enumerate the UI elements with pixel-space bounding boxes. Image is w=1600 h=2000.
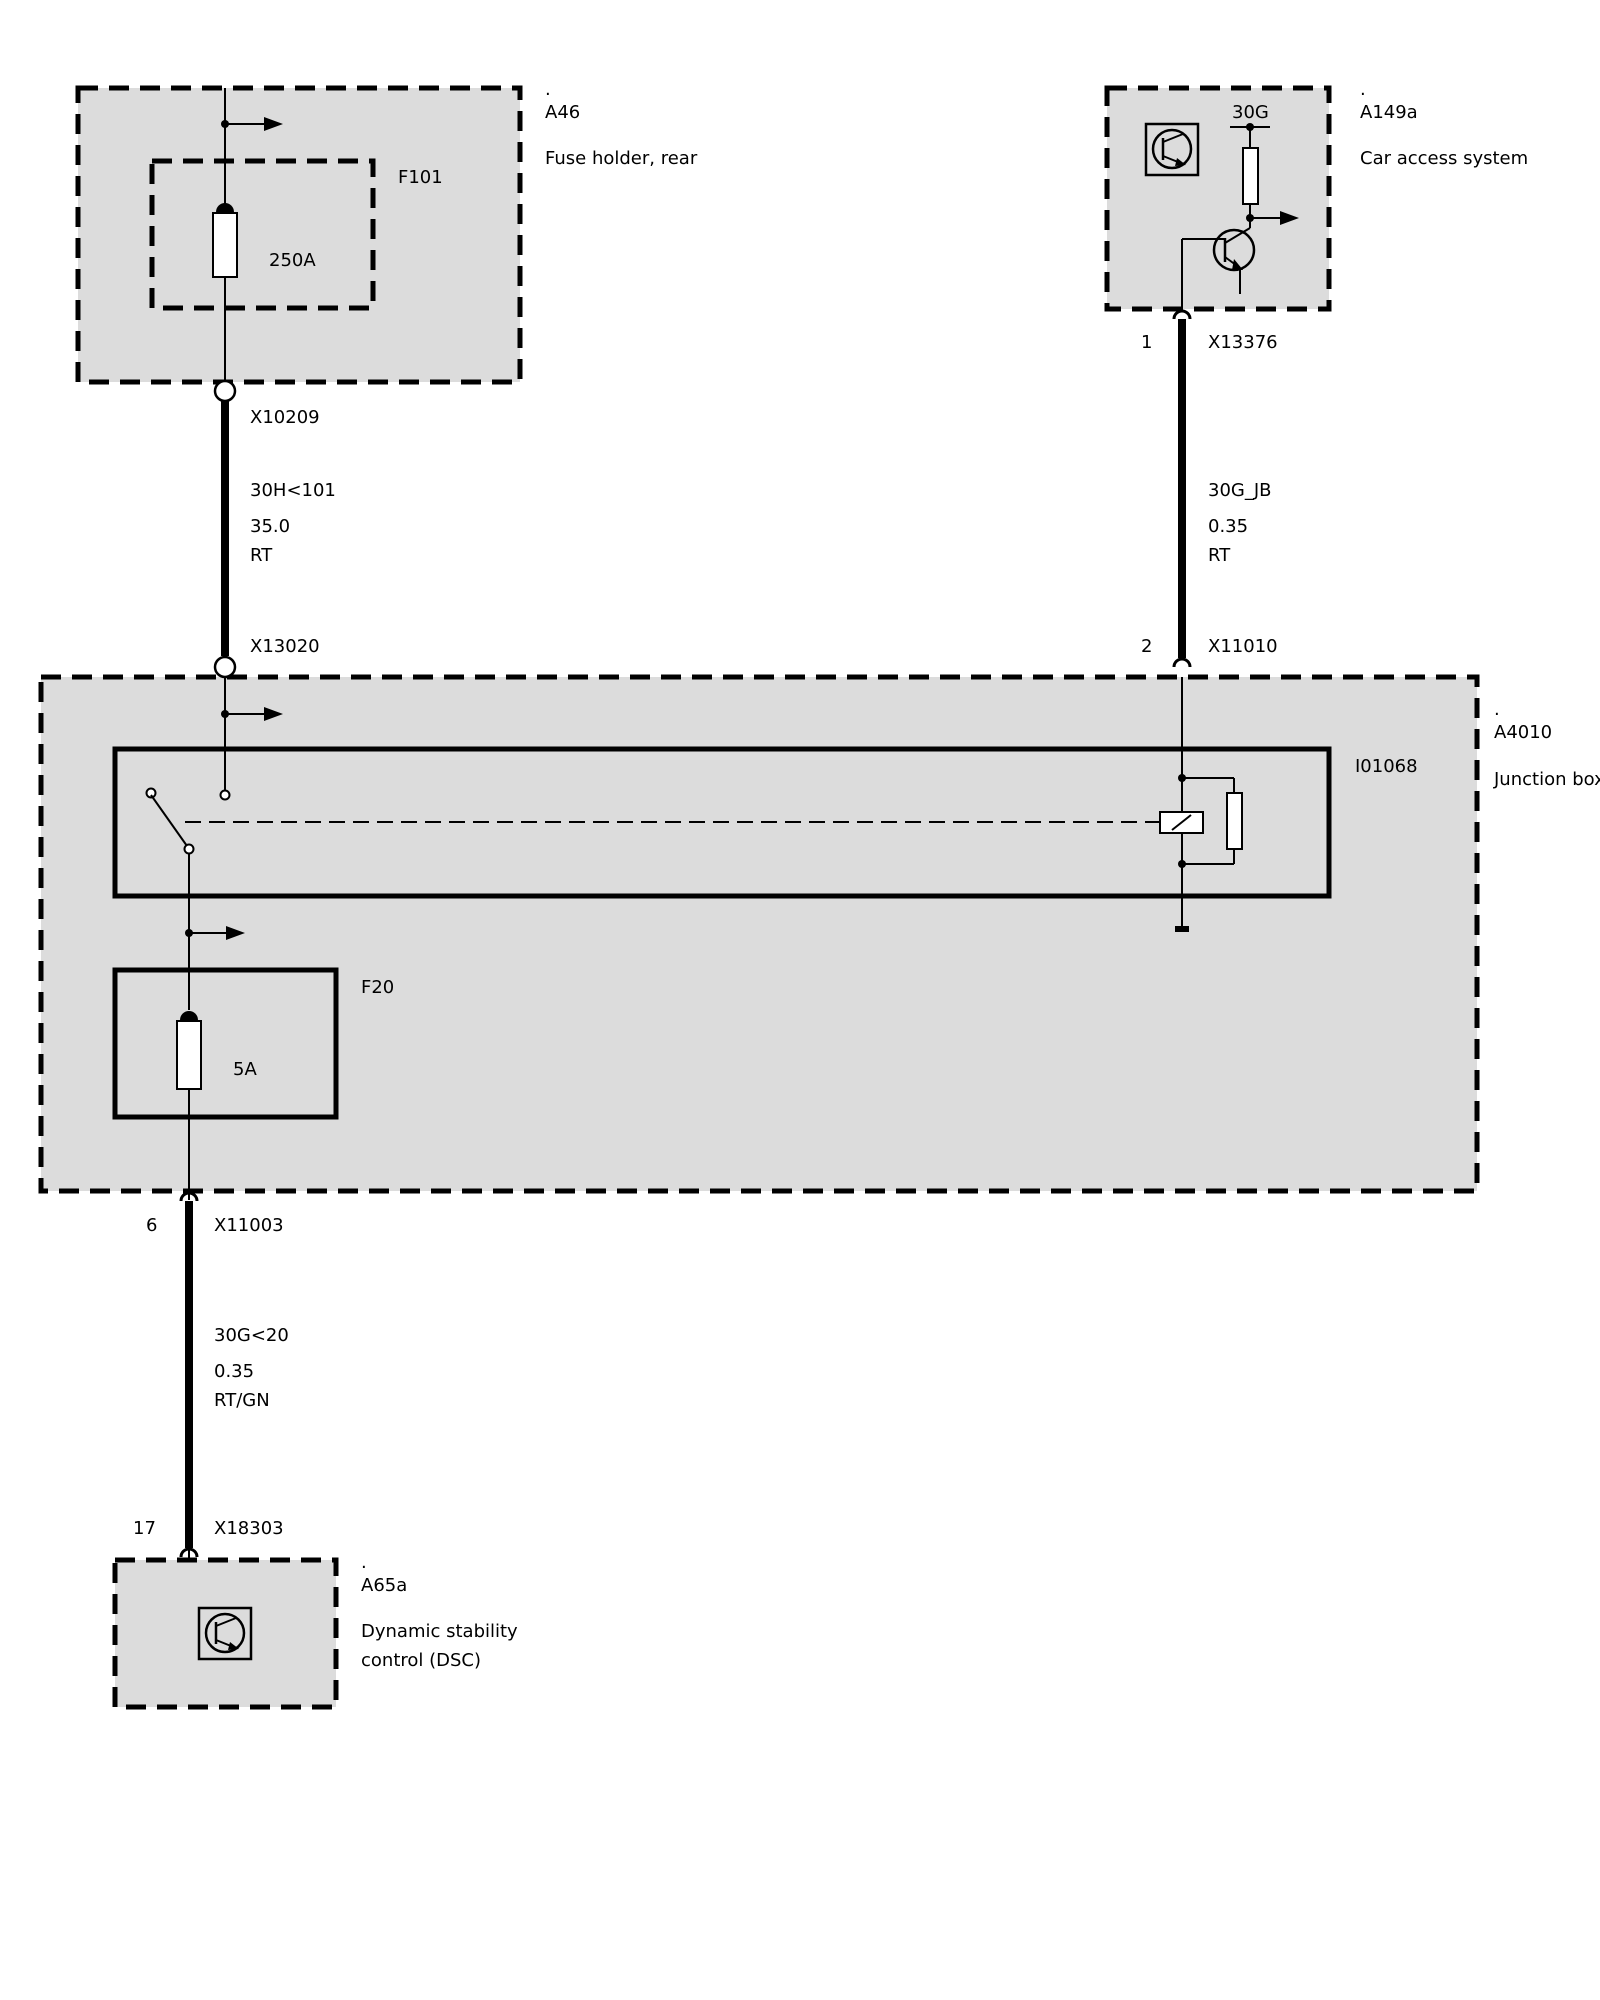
connector-x11010-id: X11010 bbox=[1208, 636, 1278, 657]
fuse-f20-rating: 5A bbox=[233, 1059, 257, 1080]
fuse-f20-id: F20 bbox=[361, 977, 394, 998]
connector-x11003-pin bbox=[179, 1191, 199, 1202]
fuse-f101-box bbox=[149, 158, 376, 311]
module-a149a[interactable] bbox=[1104, 85, 1332, 320]
wire-30g-20-cross-section: 0.35 bbox=[214, 1361, 254, 1382]
wire-30h-101-signal: 30H<101 bbox=[250, 480, 336, 501]
module-a65a[interactable] bbox=[112, 1547, 339, 1710]
module-a4010-dot: . bbox=[1494, 699, 1500, 720]
connector-x11003-id: X11003 bbox=[214, 1215, 284, 1236]
module-a46-dot: . bbox=[545, 79, 551, 100]
electronic-module-icon bbox=[1144, 122, 1200, 177]
connector-x10209-pin bbox=[213, 379, 237, 403]
module-a65a-name-line1: Dynamic stability bbox=[361, 1621, 518, 1642]
connector-x13020-pin bbox=[213, 655, 237, 679]
connection-arrow-icon bbox=[1280, 211, 1299, 225]
module-a65a-dot: . bbox=[361, 1552, 367, 1573]
connector-x18303-pin-number: 17 bbox=[133, 1518, 156, 1539]
module-a46-id: A46 bbox=[545, 102, 580, 123]
fuse-f101-rating: 250A bbox=[269, 250, 316, 271]
wire-30g-jb-cross-section: 0.35 bbox=[1208, 516, 1248, 537]
wire-30g-jb-signal: 30G_JB bbox=[1208, 480, 1272, 501]
wire-30h-101-cross-section: 35.0 bbox=[250, 516, 290, 537]
module-a4010-id: A4010 bbox=[1494, 722, 1552, 743]
transistor-symbol bbox=[1181, 227, 1256, 310]
module-a65a-name-line2: control (DSC) bbox=[361, 1650, 481, 1671]
module-a149a-name: Car access system bbox=[1360, 148, 1528, 169]
relay-i01068-id: I01068 bbox=[1355, 756, 1418, 777]
module-a149a-id: A149a bbox=[1360, 102, 1418, 123]
module-a65a-id: A65a bbox=[361, 1575, 407, 1596]
connector-x13376-pin bbox=[1172, 309, 1192, 320]
fuse-f20 bbox=[112, 967, 339, 1120]
wire-30g-jb-color: RT bbox=[1208, 545, 1231, 566]
module-a4010[interactable] bbox=[38, 655, 1480, 1202]
fuse-f101-symbol bbox=[212, 203, 238, 278]
terminal-30g-label: 30G bbox=[1232, 102, 1269, 123]
connection-arrow-icon bbox=[264, 707, 283, 721]
connection-arrow-icon bbox=[264, 117, 283, 131]
connector-x13376-pin-number: 1 bbox=[1141, 332, 1152, 353]
relay-switch-contact bbox=[150, 794, 188, 847]
connector-x13376-id: X13376 bbox=[1208, 332, 1278, 353]
resistor-symbol bbox=[1242, 147, 1259, 205]
ground-icon bbox=[1175, 926, 1189, 932]
module-a149a-dot: . bbox=[1360, 79, 1366, 100]
connector-x18303-id: X18303 bbox=[214, 1518, 284, 1539]
connector-x11010-pin-number: 2 bbox=[1141, 636, 1152, 657]
module-a46[interactable] bbox=[75, 85, 523, 403]
module-a4010-name: Junction box bbox=[1493, 769, 1600, 790]
connection-arrow-icon bbox=[226, 926, 245, 940]
electronic-module-icon bbox=[197, 1606, 253, 1661]
module-a46-name: Fuse holder, rear bbox=[545, 148, 698, 169]
wire-30g-20-color: RT/GN bbox=[214, 1390, 270, 1411]
fuse-f101-id: F101 bbox=[398, 167, 443, 188]
connector-x13020-id: X13020 bbox=[250, 636, 320, 657]
connector-x11010-pin bbox=[1172, 657, 1192, 668]
relay-i01068 bbox=[112, 677, 1332, 926]
relay-coil-resistor bbox=[1226, 792, 1243, 850]
wire-30h-101-color: RT bbox=[250, 545, 273, 566]
connector-x10209-id: X10209 bbox=[250, 407, 320, 428]
connector-x11003-pin-number: 6 bbox=[146, 1215, 157, 1236]
wire-30g-20-signal: 30G<20 bbox=[214, 1325, 289, 1346]
